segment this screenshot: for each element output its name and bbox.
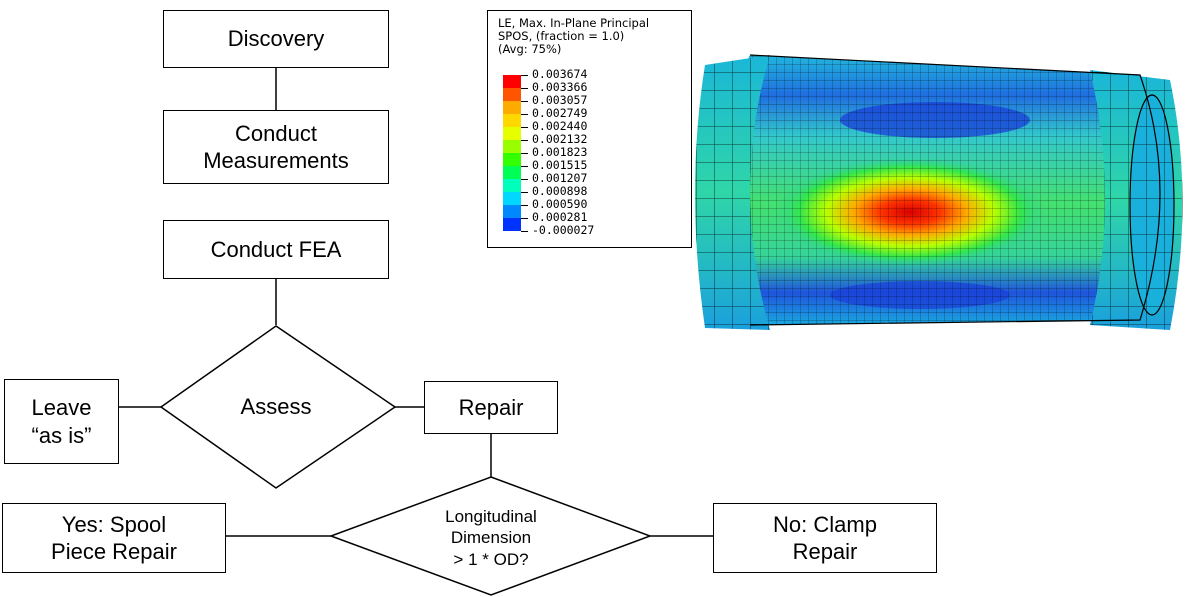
legend-title-line: (Avg: 75%) [498,42,562,56]
legend-value: 0.001515 [532,158,588,172]
legend-color-swatch [503,192,521,205]
legend-value: 0.001823 [532,145,588,159]
conduct-fea-box: Conduct FEA [163,220,389,279]
legend-color-swatch [503,127,521,140]
assess-diamond [159,325,397,489]
legend-value: 0.003366 [532,80,588,94]
fea-pipe-model [695,54,1183,330]
legend-color-swatch [503,114,521,127]
legend-tick [521,114,528,115]
longitudinal-decision-diamond [328,476,653,596]
legend-color-swatch [503,140,521,153]
legend-color-swatch [503,101,521,114]
legend-color-swatch [503,166,521,179]
longitudinal-decision-label: Longitudinal Dimension > 1 * OD? [445,507,537,569]
discovery-box: Discovery [163,10,389,68]
repair-box: Repair [424,381,558,434]
legend-color-swatch [503,205,521,218]
legend-color-swatch [503,88,521,101]
legend-value: -0.000027 [532,223,595,237]
legend-tick [521,140,528,141]
legend-tick [521,166,528,167]
legend-tick [521,179,528,180]
legend-value: 0.001207 [532,171,588,185]
legend-value: 0.000590 [532,197,588,211]
legend-title-line: LE, Max. In-Plane Principal [498,16,650,30]
legend-tick [521,205,528,206]
legend-value: 0.002440 [532,119,588,133]
fea-result-panel [480,0,1191,340]
assess-label: Assess [240,394,312,420]
legend-tick [521,231,528,232]
legend-tick [521,75,528,76]
legend-value: 0.000898 [532,184,588,198]
legend-tick [521,127,528,128]
clamp-repair-box: No: Clamp Repair [713,503,937,573]
conduct-measurements-box: Conduct Measurements [163,110,389,184]
legend-tick [521,218,528,219]
legend-value: 0.003674 [532,67,588,81]
legend-tick [521,192,528,193]
legend-tick [521,153,528,154]
fea-legend: LE, Max. In-Plane Principal SPOS, (fract… [487,10,692,248]
legend-color-swatch [503,75,521,88]
legend-value: 0.002132 [532,132,588,146]
legend-tick [521,88,528,89]
leave-as-is-box: Leave “as is” [4,379,119,464]
legend-tick [521,101,528,102]
spool-piece-repair-box: Yes: Spool Piece Repair [2,503,226,573]
legend-value: 0.000281 [532,210,588,224]
legend-value: 0.002749 [532,106,588,120]
legend-color-swatch [503,153,521,166]
legend-color-swatch [503,218,521,231]
legend-color-swatch [503,179,521,192]
legend-title-line: SPOS, (fraction = 1.0) [498,29,625,43]
legend-value: 0.003057 [532,93,588,107]
